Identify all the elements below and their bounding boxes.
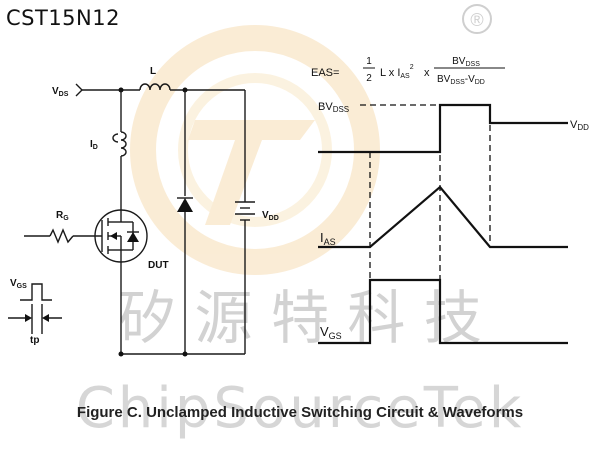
vdd-battery [235,201,255,221]
vds-terminal-arrow [75,83,83,97]
ias-label: IAS [320,230,336,247]
id-label: ID [90,139,98,151]
bvdss-label: BVDSS [318,101,349,114]
watermark-english: ChipSourceTek [76,376,525,441]
svg-text:BVDSS-VDD: BVDSS-VDD [437,74,485,86]
svg-text:1: 1 [366,56,372,67]
resistor-rg [49,228,74,244]
tp-label: tp [30,335,39,346]
svg-text:EAS=: EAS= [311,67,339,79]
vgs-wave-label: VGS [320,324,342,341]
vgs-waveform [318,278,568,345]
svg-text:L x IAS2: L x IAS2 [380,64,414,80]
vdd-wave-label: VDD [570,119,589,132]
clamp-diode [177,197,193,212]
waveforms: BVDSS VDD IAS VGS [318,101,589,345]
circuit-schematic: VDS L ID [8,66,279,357]
vgs-pulse-symbol [8,283,62,334]
part-number: CST15N12 [6,6,120,30]
watermark-logo [130,25,380,275]
svg-text:x: x [424,67,430,79]
rg-label: RG [56,210,69,222]
vdd-supply-label: VDD [262,210,279,222]
svg-text:BVDSS: BVDSS [452,56,480,68]
dut-label: DUT [148,260,169,271]
registered-mark-icon: ® [462,4,492,34]
vds-label: VDS [52,86,69,98]
svg-text:®: ® [470,10,483,30]
vgs-source-label: VGS [10,278,27,290]
ias-waveform [318,185,568,249]
inductor-l [139,83,171,91]
figure-caption: Figure C. Unclamped Inductive Switching … [76,404,524,421]
current-probe [112,131,127,157]
watermark-chinese: 矽 源 特 科 技 [118,284,482,352]
vds-waveform [318,103,568,154]
eas-equation: EAS= 1 2 L x IAS2 x BVDSS BVDSS-VDD [311,56,505,86]
inductor-label: L [150,66,156,77]
mosfet-dut [94,196,148,276]
svg-text:2: 2 [366,73,372,84]
